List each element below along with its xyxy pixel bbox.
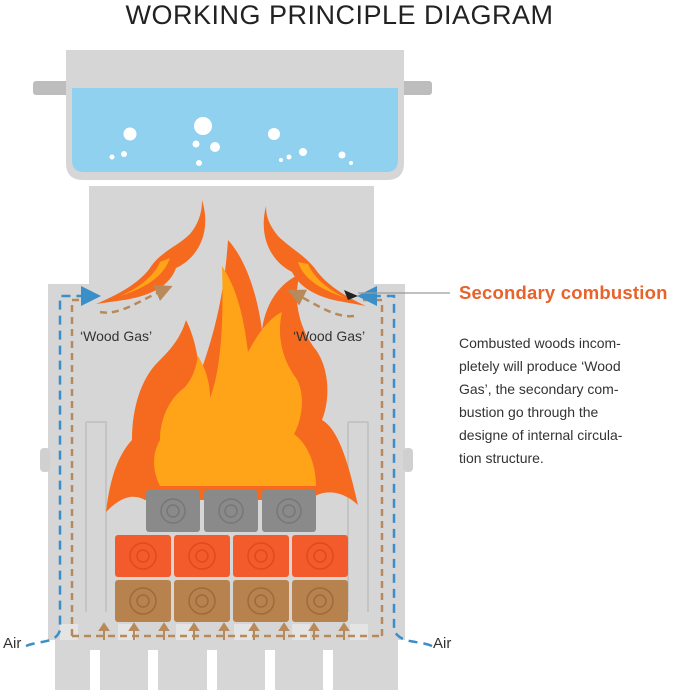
flame-icon — [106, 240, 358, 512]
water-bubbles — [109, 117, 353, 166]
description-line: pletely will produce ‘Wood — [459, 358, 621, 374]
log-pile — [115, 490, 348, 622]
air-flow — [25, 286, 433, 648]
secondary-flame-right-icon — [263, 206, 366, 306]
wood-gas-label-left: ‘Wood Gas’ — [80, 328, 153, 344]
pot-handle-right — [396, 81, 432, 95]
pot-icon — [33, 50, 432, 180]
air-label-left: Air — [3, 635, 22, 652]
pot-water — [72, 88, 398, 172]
description-line: Gas’, the secondary com- — [459, 381, 619, 397]
log-row-fresh — [115, 580, 348, 622]
secondary-flame-left-icon — [96, 200, 206, 304]
page-title: WORKING PRINCIPLE DIAGRAM — [125, 0, 554, 30]
description-line: tion structure. — [459, 450, 544, 466]
air-label-right: Air — [433, 635, 452, 652]
wood-gas-label-right: ‘Wood Gas’ — [293, 328, 366, 344]
description-line: designe of internal circula- — [459, 427, 623, 443]
secondary-combustion-heading: Secondary combustion — [459, 282, 668, 303]
gas-up-arrows — [98, 622, 350, 640]
pot-handle-left — [33, 81, 73, 95]
log-row-burning — [115, 535, 348, 577]
log-row-burnt — [146, 490, 316, 532]
description-line: Combusted woods incom- — [459, 335, 621, 351]
description-line: bustion go through the — [459, 404, 599, 420]
secondary-combustion-description: Combusted woods incom- pletely will prod… — [459, 332, 674, 470]
